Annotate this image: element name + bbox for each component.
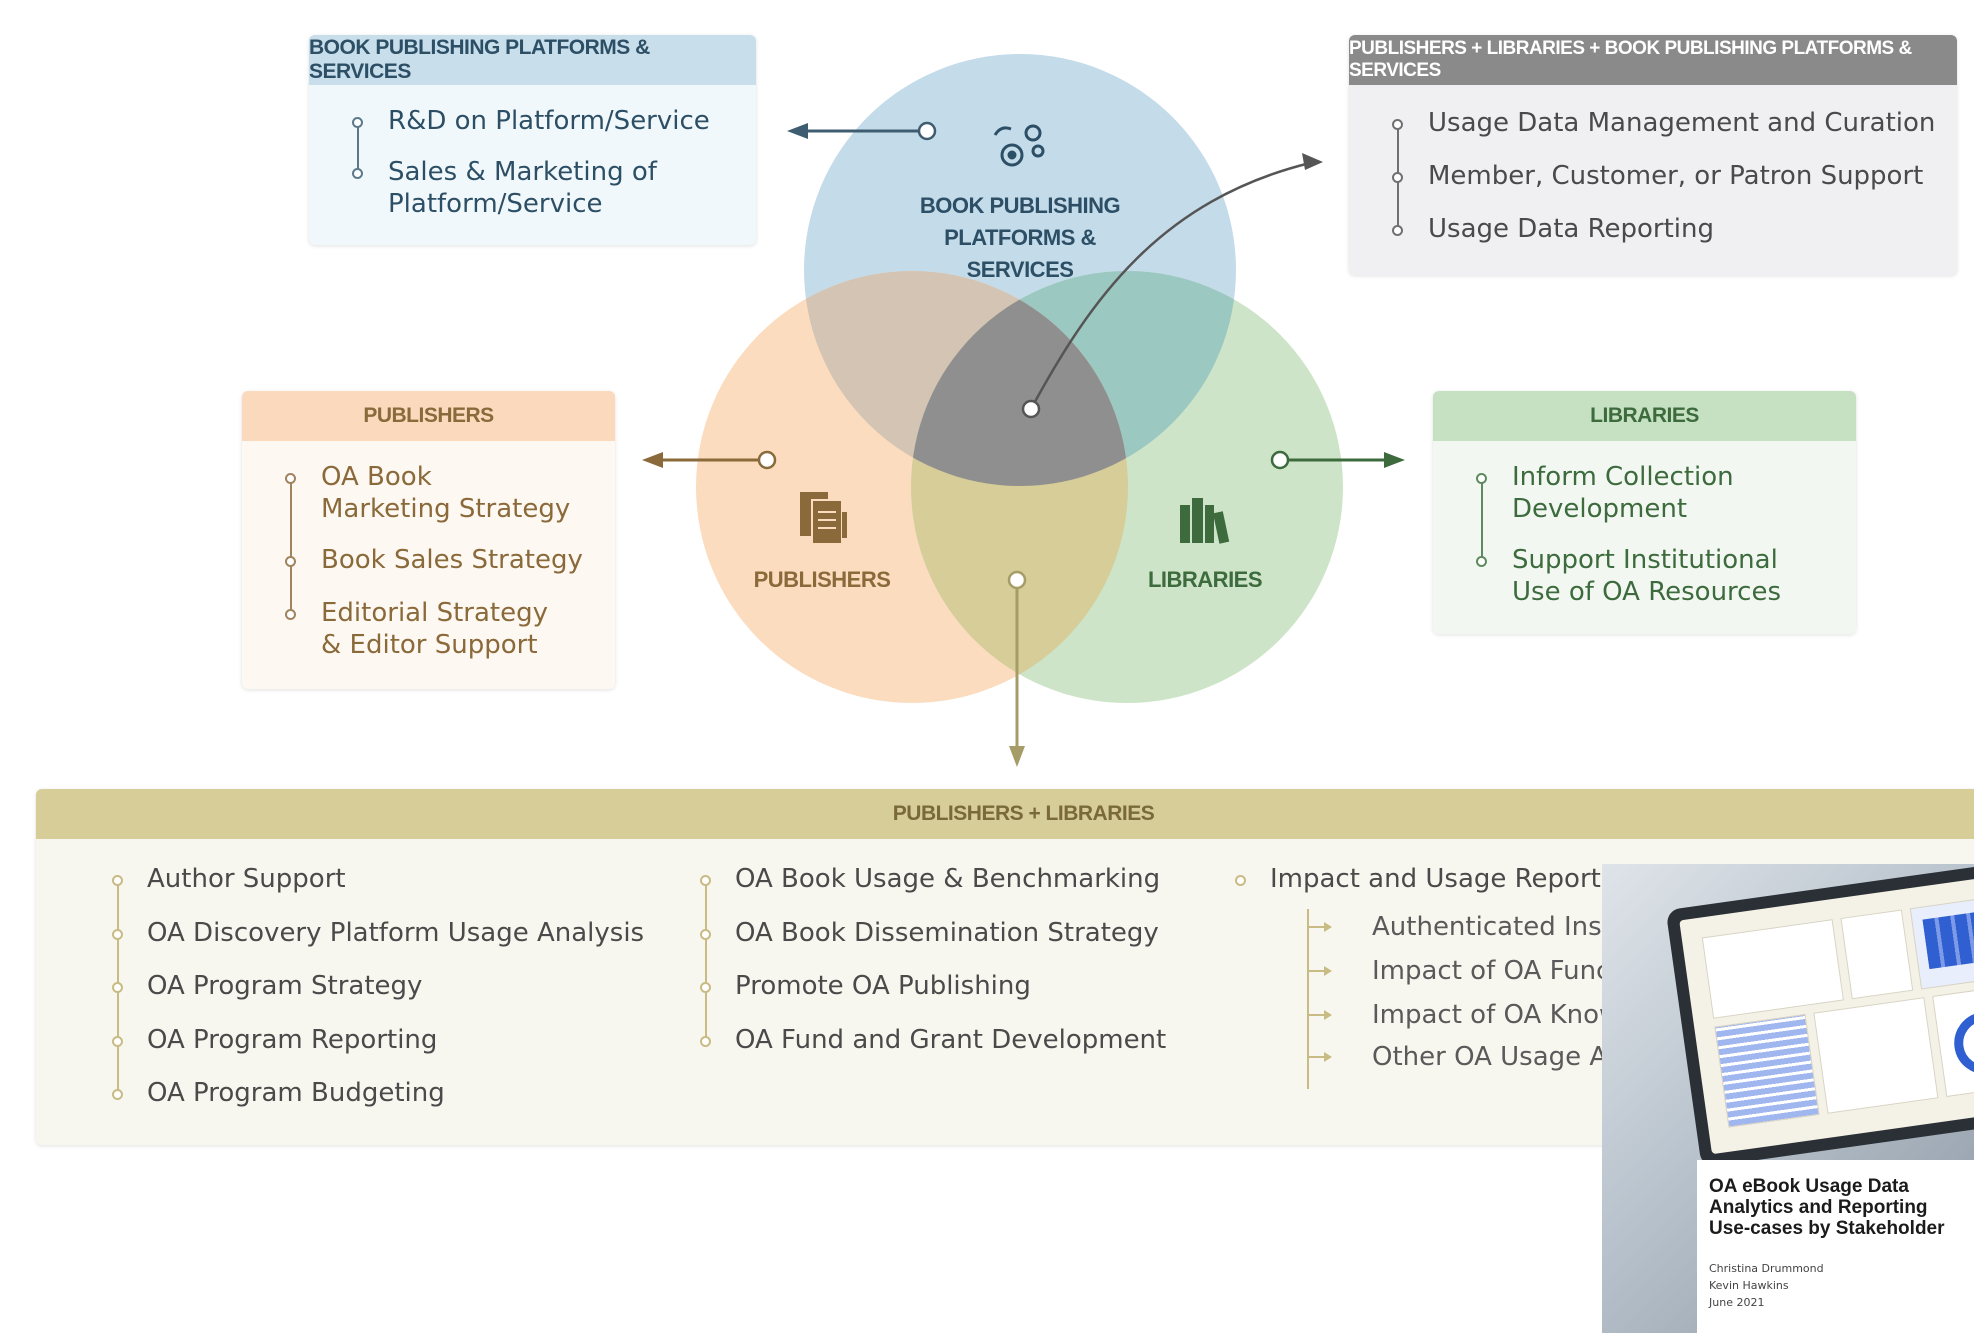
list-item: R&D on Platform/Service [388, 106, 710, 136]
sub-list-item: Impact of OA Know [1372, 1000, 1621, 1030]
list-item: Usage Data Management and Curation [1428, 108, 1936, 138]
libraries-circle-label: LIBRARIES [1147, 567, 1263, 592]
list-item: Impact and Usage Reportin [1270, 864, 1625, 894]
center-overlap [911, 271, 1128, 486]
laptop-image [1665, 864, 1974, 1168]
all-stakeholders-box: PUBLISHERS + LIBRARIES + BOOK PUBLISHING… [1349, 35, 1957, 275]
list-item: OA Book Dissemination Strategy [735, 918, 1159, 948]
publishers-box: PUBLISHERS OA Book Marketing Strategy Bo… [242, 391, 615, 689]
list-item: Member, Customer, or Patron Support [1428, 161, 1924, 191]
report-title-line-2: Analytics and Reporting [1709, 1197, 1928, 1218]
platforms-arrow [787, 121, 937, 141]
center-arrow [1021, 153, 1323, 419]
document-icon [800, 492, 847, 545]
platforms-label-line-2: PLATFORMS & SERVICES [944, 225, 1096, 282]
platforms-label-line-1: BOOK PUBLISHING [919, 193, 1121, 218]
list-item: OA Program Strategy [147, 971, 423, 1001]
list-item: OA Program Reporting [147, 1025, 438, 1055]
list-item: OA Book Usage & Benchmarking [735, 864, 1161, 894]
list-item: Marketing Strategy [321, 494, 571, 524]
report-author-2: Kevin Hawkins [1709, 1279, 1789, 1292]
sub-list-item: Other OA Usage A [1372, 1042, 1608, 1072]
gears-icon [993, 124, 1045, 167]
publishers-arrow [642, 450, 777, 470]
list-item: OA Book [321, 462, 432, 492]
sub-list-item: Authenticated Insti [1372, 912, 1620, 942]
report-title-line-1: OA eBook Usage Data [1709, 1176, 1909, 1197]
report-date: June 2021 [1709, 1296, 1765, 1309]
sub-list-item: Impact of OA Func [1372, 956, 1611, 986]
libraries-box: LIBRARIES Inform Collection Development … [1433, 391, 1856, 634]
list-item: Development [1512, 494, 1688, 524]
report-author-1: Christina Drummond [1709, 1262, 1824, 1275]
books-icon [1180, 498, 1230, 544]
report-title: OA eBook Usage Data Analytics and Report… [1709, 1176, 1945, 1239]
list-item: OA Program Budgeting [147, 1078, 445, 1108]
platforms-circle-label: BOOK PUBLISHING PLATFORMS & SERVICES [895, 190, 1145, 286]
platforms-box: BOOK PUBLISHING PLATFORMS & SERVICES R&D… [309, 35, 756, 245]
report-meta: Christina Drummond Kevin Hawkins June 20… [1709, 1260, 1824, 1311]
platforms-box-title: BOOK PUBLISHING PLATFORMS & SERVICES [309, 35, 756, 85]
list-item: Editorial Strategy [321, 598, 548, 628]
report-thumbnail[interactable]: OA eBook Usage Data Analytics and Report… [1602, 864, 1974, 1333]
publishers-libraries-box-title: PUBLISHERS + LIBRARIES [36, 789, 1974, 839]
list-item: OA Discovery Platform Usage Analysis [147, 918, 645, 948]
list-item: Inform Collection [1512, 462, 1734, 492]
publishers-libraries-title-text: PUBLISHERS + LIBRARIES [892, 802, 1155, 825]
publishers-box-title: PUBLISHERS [242, 391, 615, 441]
sub-list-connectors [1307, 909, 1332, 1089]
pub-lib-arrow [1007, 570, 1027, 767]
list-item: Book Sales Strategy [321, 545, 583, 575]
list-item: Support Institutional [1512, 545, 1778, 575]
publishers-circle-label: PUBLISHERS [753, 567, 891, 592]
list-item: Sales & Marketing of [388, 157, 657, 187]
list-item: OA Fund and Grant Development [735, 1025, 1167, 1055]
list-item: Author Support [147, 864, 346, 894]
list-item: Promote OA Publishing [735, 971, 1031, 1001]
list-item: & Editor Support [321, 630, 538, 660]
libraries-arrow [1270, 450, 1405, 470]
list-item: Use of OA Resources [1512, 577, 1782, 607]
report-cover-card: OA eBook Usage Data Analytics and Report… [1697, 1160, 1974, 1333]
all-stakeholders-box-title: PUBLISHERS + LIBRARIES + BOOK PUBLISHING… [1349, 35, 1957, 85]
libraries-box-title: LIBRARIES [1433, 391, 1856, 441]
list-item: Usage Data Reporting [1428, 214, 1715, 244]
report-title-line-3: Use-cases by Stakeholder [1709, 1218, 1945, 1239]
list-item: Platform/Service [388, 189, 603, 219]
